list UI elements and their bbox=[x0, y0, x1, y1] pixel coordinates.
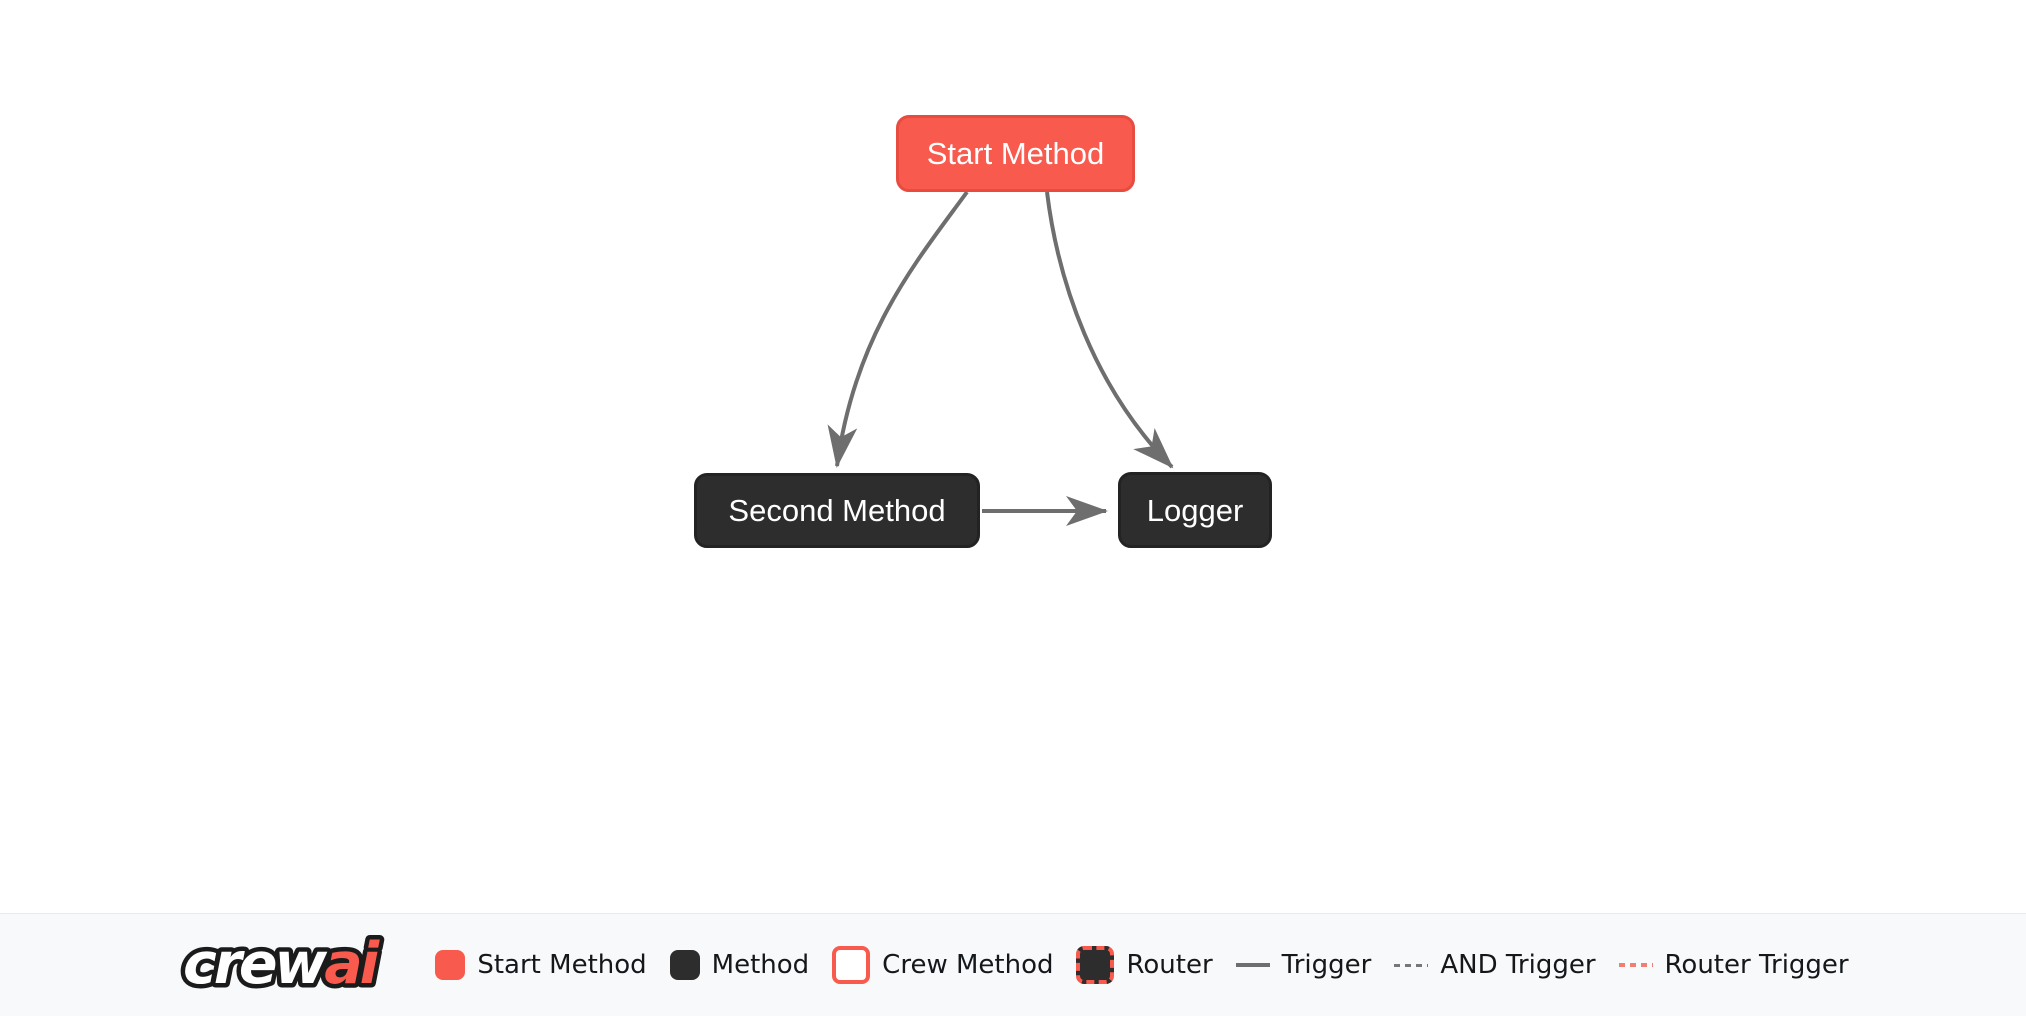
crew-method-swatch-icon bbox=[832, 946, 871, 984]
legend-label-start-method: Start Method bbox=[477, 950, 647, 980]
flow-canvas[interactable]: Start Method Second Method Logger bbox=[0, 0, 2026, 913]
legend-item-router: Router bbox=[1076, 946, 1213, 984]
legend-label-crew-method: Crew Method bbox=[882, 950, 1054, 980]
crewai-logo-graphic: crewai bbox=[179, 930, 389, 1000]
node-logger[interactable]: Logger bbox=[1118, 472, 1272, 548]
legend-item-crew-method: Crew Method bbox=[832, 946, 1053, 984]
logo-text-crew: crew bbox=[183, 931, 328, 997]
legend-label-router: Router bbox=[1126, 950, 1213, 980]
svg-text:crewai: crewai bbox=[183, 931, 381, 997]
crewai-logo: crewai bbox=[177, 930, 402, 1000]
legend-label-trigger: Trigger bbox=[1281, 950, 1372, 980]
trigger-line-icon bbox=[1235, 963, 1270, 967]
legend-label-router-trigger: Router Trigger bbox=[1664, 950, 1849, 980]
legend-item-trigger: Trigger bbox=[1235, 950, 1372, 980]
legend-item-start-method: Start Method bbox=[435, 950, 647, 980]
edge-start-to-logger bbox=[1045, 191, 1174, 469]
router-swatch-icon bbox=[1076, 946, 1115, 984]
legend-label-and-trigger: AND Trigger bbox=[1440, 950, 1596, 980]
legend-item-method: Method bbox=[669, 950, 810, 980]
logo-text-ai: ai bbox=[325, 931, 381, 997]
node-start-method[interactable]: Start Method bbox=[896, 115, 1135, 192]
legend-item-and-trigger: AND Trigger bbox=[1394, 950, 1596, 980]
and-trigger-line-icon bbox=[1394, 963, 1429, 967]
start-method-swatch-icon bbox=[435, 950, 466, 980]
legend-item-router-trigger: Router Trigger bbox=[1618, 950, 1849, 980]
router-trigger-line-icon bbox=[1618, 963, 1653, 967]
legend-label-method: Method bbox=[711, 950, 810, 980]
method-swatch-icon bbox=[669, 950, 700, 980]
legend-bar: crewai Start Method Method Crew Method R… bbox=[0, 913, 2026, 1016]
node-second-method[interactable]: Second Method bbox=[694, 473, 980, 548]
edge-start-to-second bbox=[827, 190, 969, 468]
